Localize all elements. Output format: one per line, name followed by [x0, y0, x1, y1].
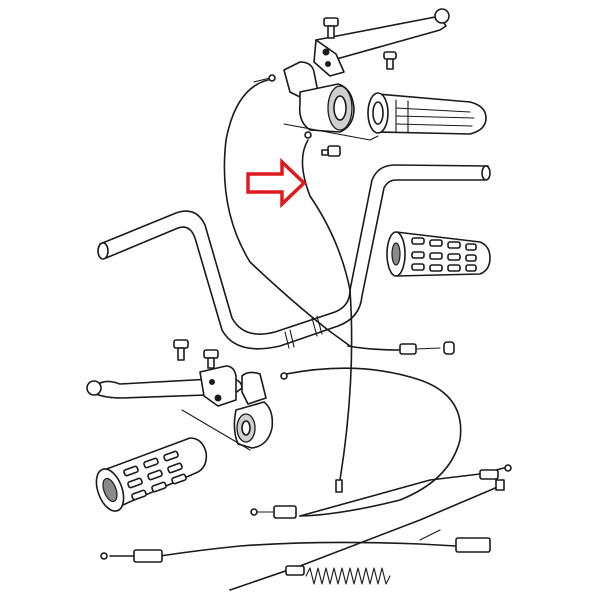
- small-bolt-right: [383, 51, 397, 70]
- throttle-housing: [283, 61, 355, 133]
- right-grip: [386, 231, 491, 277]
- return-spring: [305, 567, 391, 585]
- left-lever-clamp: [233, 371, 274, 449]
- throttle-grip: [367, 92, 487, 135]
- left-assembly-bracket-line: [181, 409, 251, 451]
- red-outline-arrow-icon: [246, 157, 307, 209]
- right-brake-lever: [313, 8, 450, 77]
- left-grip: [95, 437, 208, 512]
- lower-speedo-cable: [100, 529, 491, 563]
- handlebar: [97, 164, 491, 350]
- left-clutch-lever: [86, 365, 243, 407]
- clutch-cable: [301, 131, 455, 493]
- brake-cable: [250, 367, 462, 519]
- long-cable-top: [299, 464, 512, 517]
- throttle-cable: [223, 74, 351, 347]
- adjuster-bolt: [321, 145, 341, 157]
- assembly-bracket-line: [283, 123, 379, 141]
- pivot-screw-top: [323, 17, 339, 39]
- pivot-nut-left: [203, 349, 219, 369]
- pivot-bolt-left: [173, 339, 189, 361]
